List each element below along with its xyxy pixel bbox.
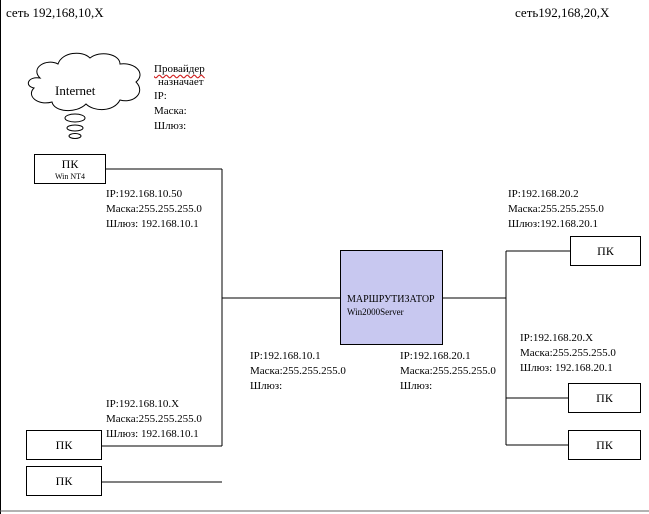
pc-label: ПК	[55, 474, 73, 488]
router: МАРШРУТИЗАТОР Win2000Server	[340, 250, 443, 345]
network-label-left: сеть 192,168,10,X	[6, 5, 104, 20]
left-group-mask: Маска:255.255.255.0	[106, 413, 202, 425]
pc-top-right-ip: IP:192.168.20.2	[508, 188, 579, 200]
pc-top-right-gateway: Шлюз:192.168.20.1	[508, 218, 598, 230]
router-left-gateway: Шлюз:	[250, 380, 283, 392]
provider-gateway: Шлюз:	[154, 120, 187, 132]
pc-top-right: ПК	[570, 236, 641, 266]
left-group-gateway: Шлюз: 192.168.10.1	[106, 428, 199, 440]
pc-os: Win NT4	[54, 172, 86, 181]
router-left-ip: IP:192.168.10.1	[250, 350, 321, 362]
router-os: Win2000Server	[347, 307, 404, 317]
pc-label: ПК	[596, 391, 613, 405]
pc-top-right-mask: Маска:255.255.255.0	[508, 203, 604, 215]
pc-right-1: ПК	[568, 383, 641, 413]
pc-label: ПК	[55, 438, 73, 452]
provider-assigns: назначает	[158, 76, 204, 88]
provider-ip: IP:	[154, 90, 167, 102]
right-group-gateway: Шлюз: 192.168.20.1	[520, 362, 613, 374]
internet-cloud	[27, 52, 141, 139]
pc-left-1: ПК	[26, 430, 102, 460]
right-group-mask: Маска:255.255.255.0	[520, 347, 616, 359]
router-right-mask: Маска:255.255.255.0	[400, 365, 496, 377]
provider-title: Провайдер	[154, 63, 205, 76]
pc-label: ПК	[597, 244, 614, 258]
provider-title-text: Провайдер	[154, 63, 205, 75]
pc-left-2: ПК	[26, 466, 102, 496]
pc-top-left-gateway: Шлюз: 192.168.10.1	[106, 218, 199, 230]
pc-top-left-mask: Маска:255.255.255.0	[106, 203, 202, 215]
provider-mask: Маска:	[154, 105, 187, 117]
router-right-ip: IP:192.168.20.1	[400, 350, 471, 362]
pc-right-2: ПК	[568, 430, 641, 460]
internet-label: Internet	[55, 83, 96, 98]
router-title: МАРШРУТИЗАТОР	[347, 294, 435, 305]
router-left-mask: Маска:255.255.255.0	[250, 365, 346, 377]
right-group-ip: IP:192.168.20.X	[520, 332, 594, 344]
pc-top-left: ПК Win NT4	[34, 154, 106, 184]
router-right-gateway: Шлюз:	[400, 380, 433, 392]
pc-label: ПК	[61, 157, 79, 171]
pc-label: ПК	[596, 438, 613, 452]
network-label-right: сеть192,168,20,X	[515, 5, 610, 20]
pc-top-left-ip: IP:192.168.10.50	[106, 188, 183, 200]
left-group-ip: IP:192.168.10.X	[106, 398, 180, 410]
